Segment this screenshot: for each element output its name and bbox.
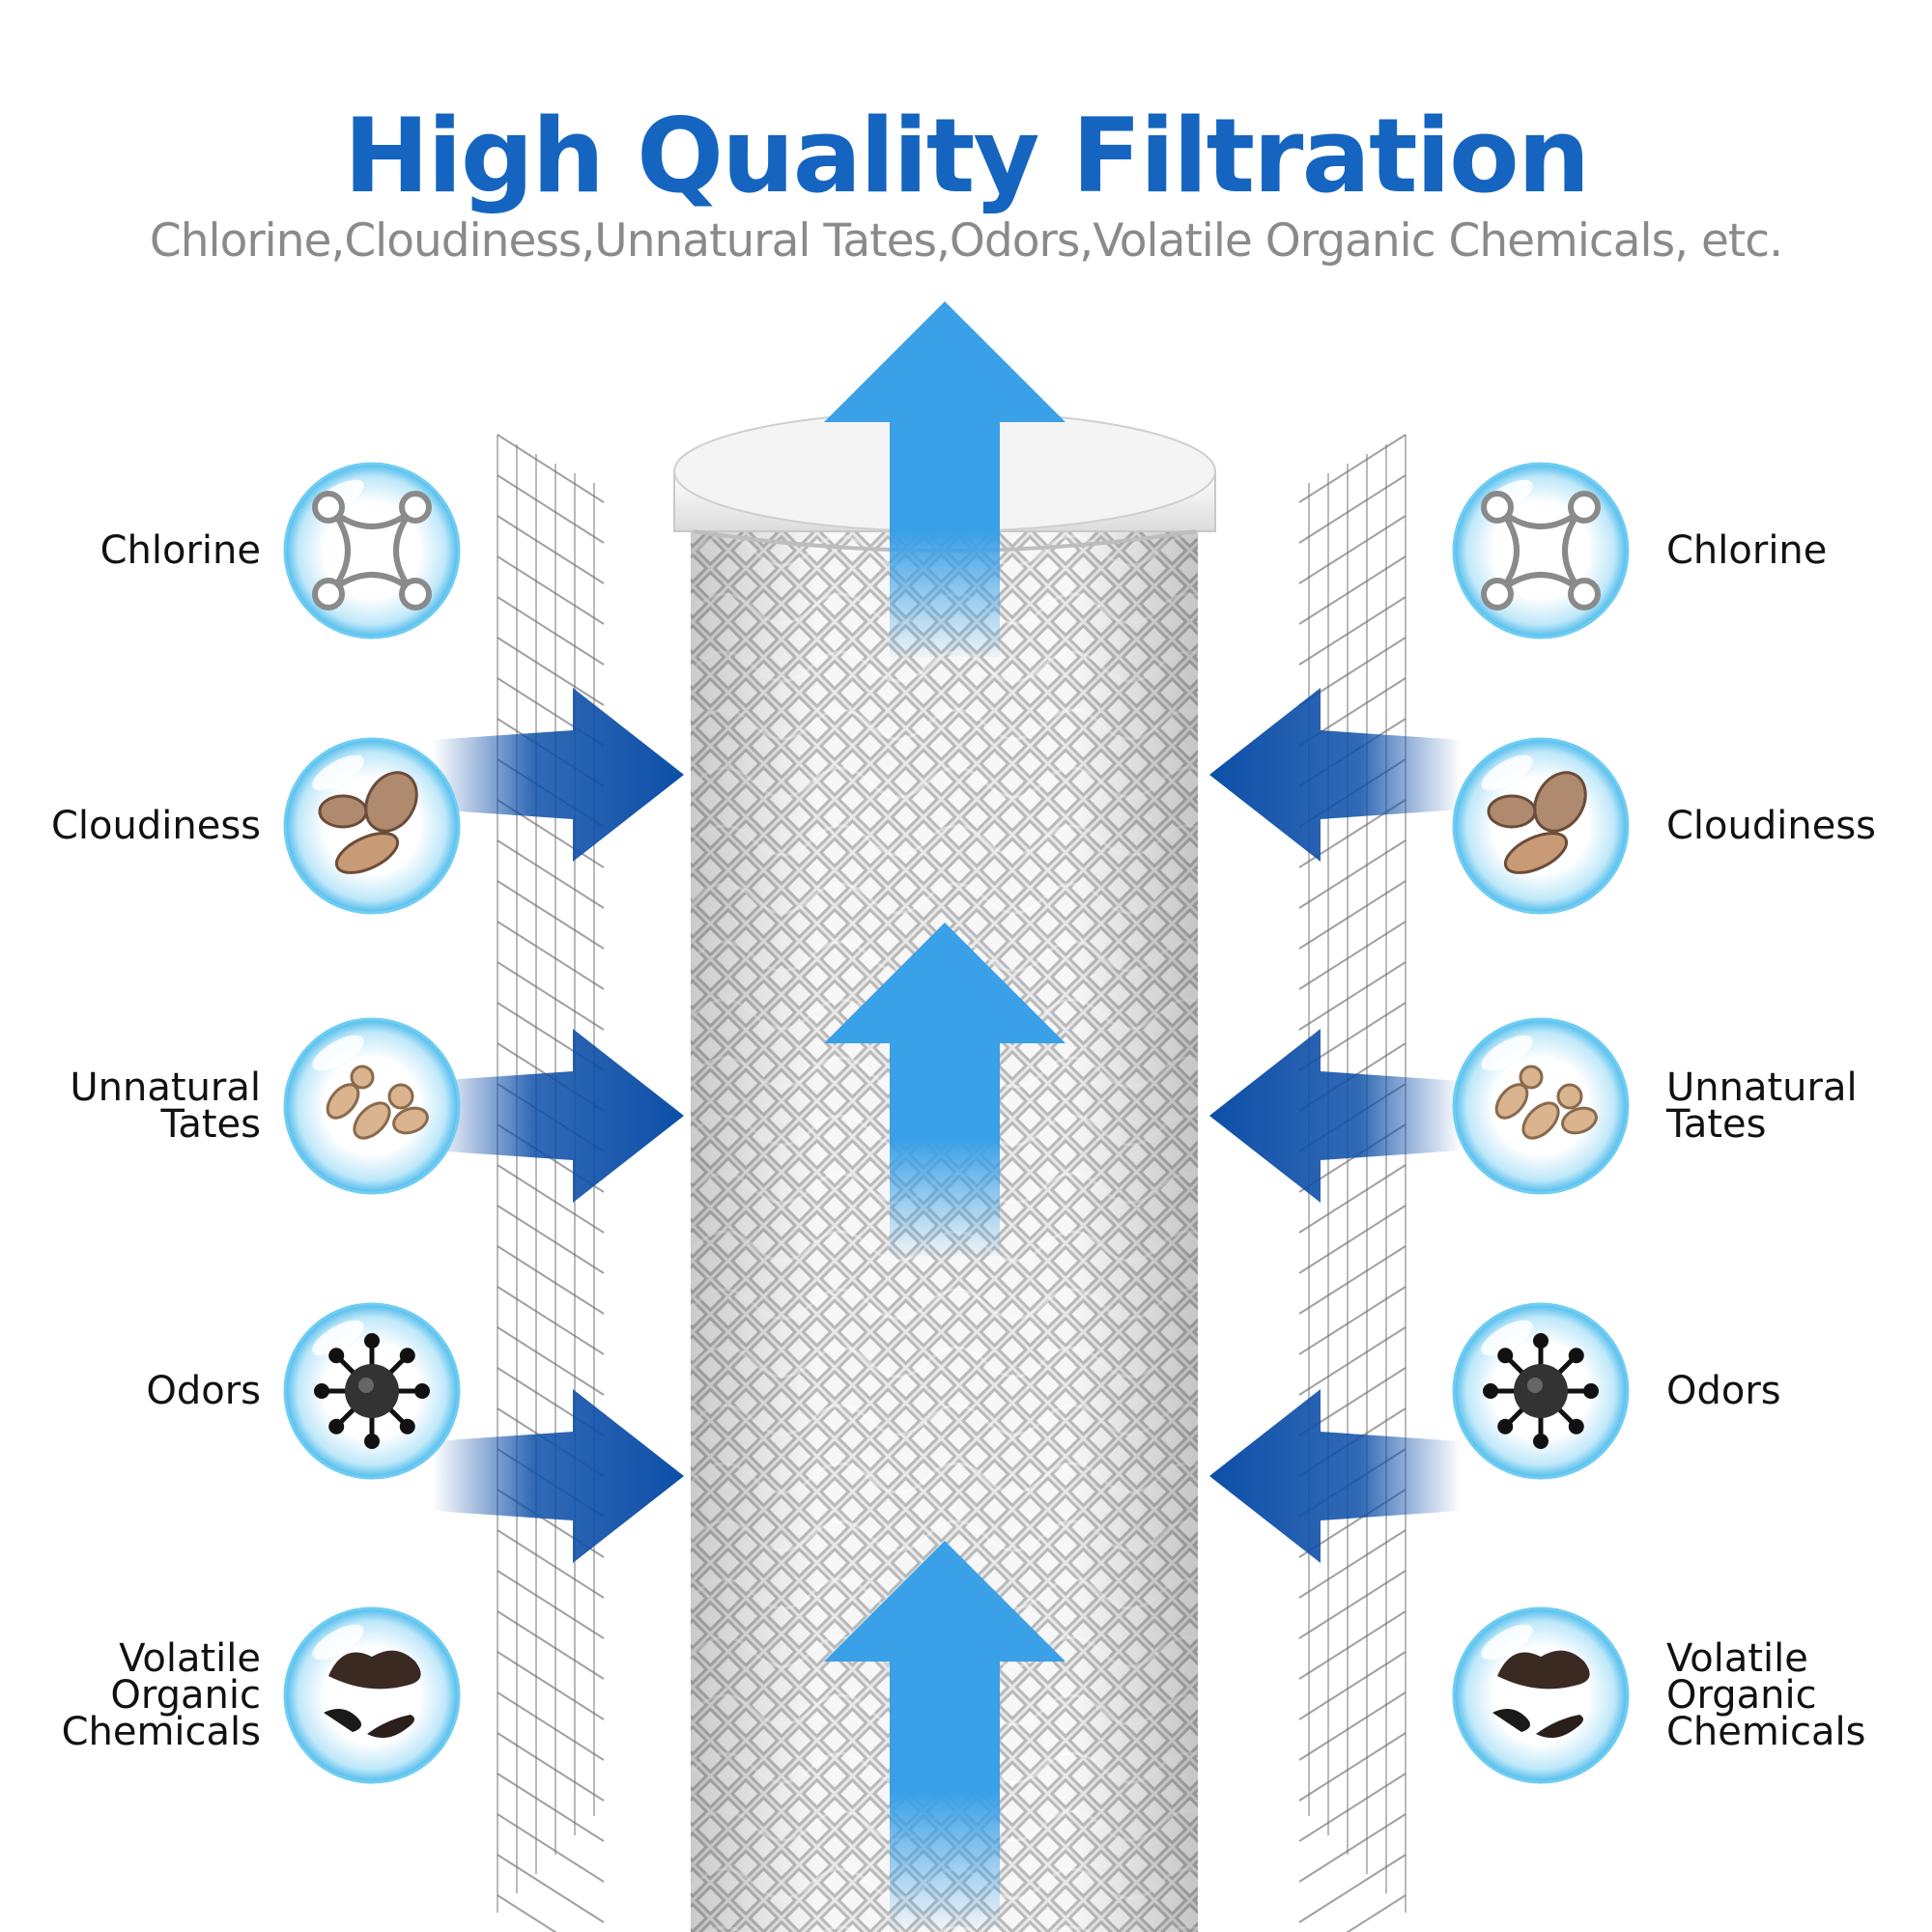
contaminant-label-left-4: Odors — [146, 1369, 261, 1413]
contaminant-bubbles — [283, 462, 1630, 1784]
inflow-arrow-left-1 — [433, 688, 684, 862]
inflow-arrows — [433, 688, 1461, 1563]
bacteria-icon — [326, 1065, 429, 1140]
inflow-arrow-right-1 — [1209, 688, 1461, 862]
bubble-right-3 — [1452, 1017, 1630, 1195]
inflow-arrow-left-2 — [433, 1029, 684, 1203]
contaminant-label-right-5: Volatile Organic Chemicals — [1666, 1636, 1866, 1754]
inflow-arrow-left-3 — [433, 1389, 684, 1563]
headline-title: High Quality Filtration — [343, 97, 1591, 215]
chemical-residue-icon — [1492, 1650, 1590, 1738]
bubble-right-5 — [1452, 1606, 1630, 1784]
bubble-right-4 — [1452, 1302, 1630, 1480]
bacteria-icon — [1494, 1065, 1598, 1140]
chlorine-molecule-icon — [1481, 491, 1601, 611]
inflow-arrow-right-3 — [1209, 1389, 1461, 1563]
bubble-left-1 — [283, 462, 461, 639]
flow-arrow-bottom — [824, 1541, 1065, 1927]
sediment-particles-icon — [1487, 771, 1587, 874]
bubble-right-1 — [1452, 462, 1630, 639]
bubble-left-4 — [283, 1302, 461, 1480]
chemical-residue-icon — [324, 1650, 421, 1738]
contaminant-label-left-1: Chlorine — [99, 528, 261, 573]
sediment-particles-icon — [318, 771, 418, 874]
bubble-right-2 — [1452, 737, 1630, 915]
contaminant-label-left-3: Unnatural Tates — [70, 1065, 261, 1147]
contaminant-label-right-4: Odors — [1666, 1369, 1781, 1413]
chlorine-molecule-icon — [312, 491, 432, 611]
flow-arrow-middle — [824, 923, 1065, 1256]
bubble-left-3 — [283, 1017, 461, 1195]
contaminant-label-right-1: Chlorine — [1666, 528, 1828, 573]
contaminant-label-right-3: Unnatural Tates — [1666, 1065, 1858, 1147]
bubble-left-2 — [283, 737, 461, 915]
inflow-arrow-right-2 — [1209, 1029, 1461, 1203]
headline-subtitle: Chlorine,Cloudiness,Unnatural Tates,Odor… — [149, 214, 1783, 268]
contaminant-label-right-2: Cloudiness — [1666, 804, 1877, 848]
flow-arrow-top — [824, 301, 1065, 657]
contaminant-label-left-2: Cloudiness — [50, 804, 261, 848]
virus-icon — [1483, 1333, 1599, 1449]
water-flow-arrows — [824, 301, 1065, 1927]
bubble-left-5 — [283, 1606, 461, 1784]
contaminant-label-left-5: Volatile Organic Chemicals — [61, 1636, 261, 1754]
virus-icon — [314, 1333, 430, 1449]
